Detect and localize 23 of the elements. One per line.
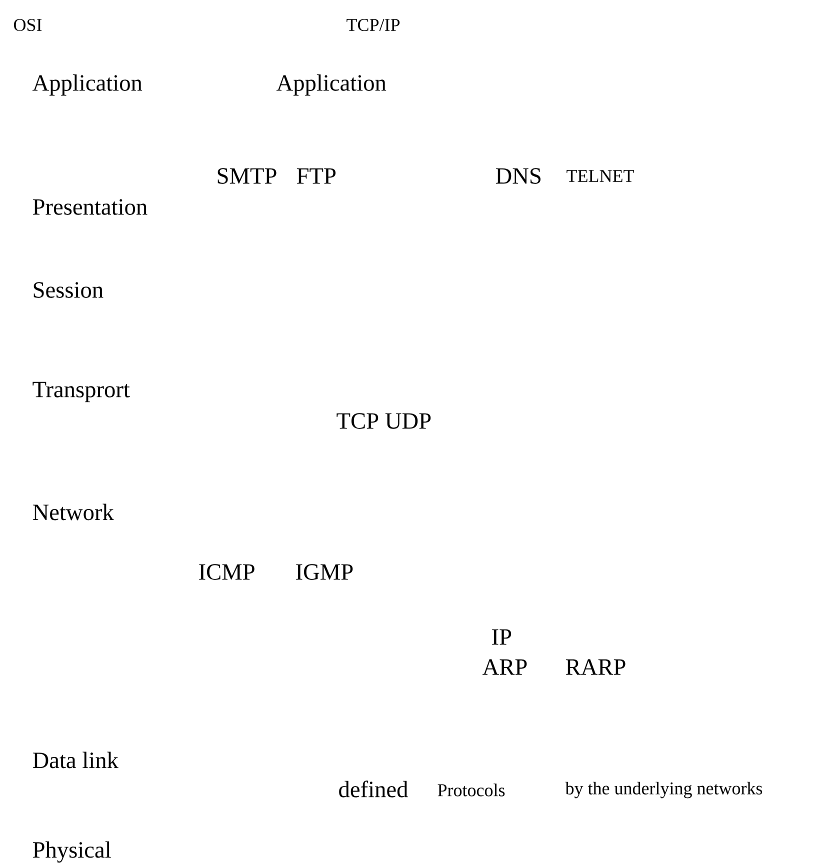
protocol-name: DNS [496,168,540,184]
layer-name: Data link [32,752,118,768]
layer-name: Application [32,74,142,96]
note-text: defined [339,780,408,798]
protocol-name: TCP UDP [336,413,431,429]
layer-name: Network [32,504,114,520]
column-heading: OSI [14,18,42,32]
protocol-name: TELNET [566,170,634,182]
protocol-name: IGMP [296,564,353,580]
protocol-name: ARP [482,659,527,675]
layer-name: Transprort [32,382,130,402]
layer-name: Application [276,74,386,96]
column-heading: TCP/IP [346,18,400,32]
layer-name: Physical [32,841,111,863]
protocol-name: SMTP [218,168,276,184]
protocol-name: IP [492,629,512,645]
layer-name: Presentation [32,199,148,215]
protocol-name: RARP [566,659,626,675]
note-text: Protocols [438,784,505,796]
layer-name: Session [34,282,104,298]
protocol-name: ICMP [199,564,254,580]
note-text: by the underlying networks [565,782,762,798]
protocol-name: FTP [296,168,336,184]
